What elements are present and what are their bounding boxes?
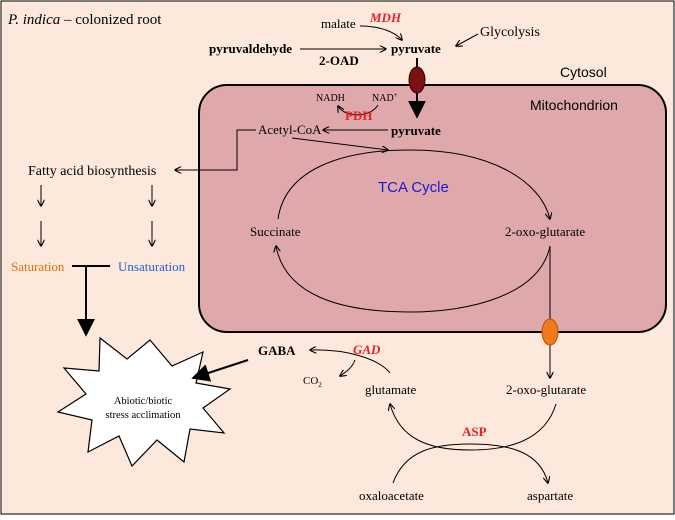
oxoglutarate-cyto-label: 2-oxo-glutarate: [506, 382, 586, 397]
oxoglutarate-mito-label: 2-oxo-glutarate: [505, 224, 585, 239]
aspartate-label: aspartate: [527, 488, 573, 503]
succinate-label: Succinate: [250, 224, 301, 239]
glycolysis-label: Glycolysis: [480, 25, 540, 40]
fatty-acid-label: Fatty acid biosynthesis: [28, 164, 156, 179]
glutamate-label: glutamate: [365, 382, 416, 397]
tca-cycle-top-arc: [277, 149, 550, 219]
stress-starburst: [56, 336, 232, 468]
malate-label: malate: [321, 16, 356, 31]
acetyl-to-fatty-acid-arrow: [175, 129, 256, 170]
asp-enzyme: ASP: [462, 424, 487, 439]
oxoglutarate-transporter: [541, 318, 559, 346]
stress-line-2: stress acclimation: [106, 410, 182, 421]
pdh-enzyme: PDH: [345, 108, 372, 123]
glycolysis-arrow: [456, 33, 479, 46]
mitochondrion-label: Mitochondrion: [530, 97, 618, 113]
gaba-label: GABA: [258, 343, 296, 358]
stress-line-1: Abiotic/biotic: [114, 396, 173, 407]
gaba-to-stress-arrow: [191, 359, 249, 382]
gad-arrow: [310, 350, 391, 374]
pyruvate-mito-label: pyruvate: [391, 123, 441, 138]
oxaloacetate-label: oxaloacetate: [359, 488, 424, 503]
nad-nadh-curve: [338, 105, 379, 116]
acetyl-to-tca-arrow: [291, 137, 388, 150]
co2-label: CO2: [303, 375, 322, 389]
gad-enzyme: GAD: [353, 342, 381, 357]
tca-cycle-label: TCA Cycle: [378, 179, 449, 196]
saturation-label: Saturation: [11, 259, 65, 274]
co2-arrow: [340, 359, 356, 376]
cytosol-label: Cytosol: [560, 64, 607, 80]
pyruvaldehyde-label: pyruvaldehyde: [209, 41, 292, 56]
pyruvate-transporter: [408, 66, 426, 94]
oad-enzyme: 2-OAD: [319, 53, 359, 68]
malate-arrow: [359, 25, 402, 40]
acetyl-coa-label: Acetyl-CoA: [258, 122, 322, 137]
figure-title: P. indica – colonized root: [7, 12, 162, 28]
asp-arc-right: [392, 443, 548, 483]
mdh-enzyme: MDH: [369, 10, 402, 25]
nad-label: NAD+: [372, 91, 398, 104]
asp-arc-left: [390, 404, 557, 451]
pyruvate-cytosol-label: pyruvate: [391, 41, 441, 56]
mitochondrion-compartment: [198, 84, 667, 333]
tca-cycle-bottom-arc: [276, 246, 551, 313]
unsaturation-label: Unsaturation: [118, 259, 186, 274]
nadh-label: NADH: [316, 93, 345, 104]
